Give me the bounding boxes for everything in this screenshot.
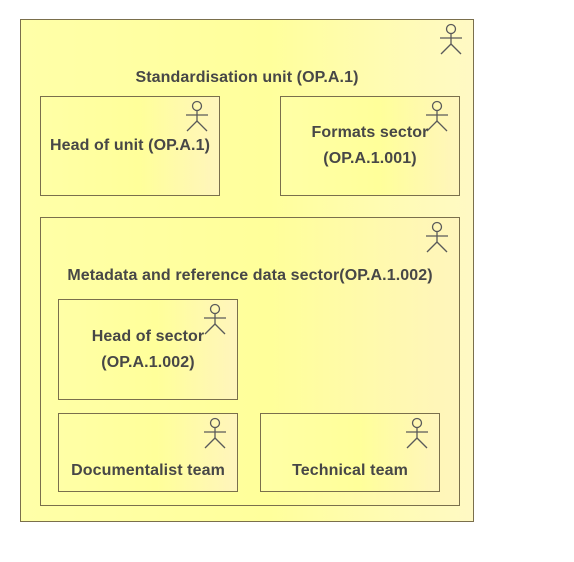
actor-icon [406,417,428,449]
actor-icon [426,221,448,253]
head-of-unit-label: Head of unit (OP.A.1) [49,137,211,154]
formats-sector-label-line2: (OP.A.1.001) [323,150,417,167]
actor-icon [440,23,462,55]
head-of-sector-label-wrap: Head of sector (OP.A.1.002) [59,300,237,399]
head-of-unit-label-wrap: Head of unit (OP.A.1) [41,97,219,195]
technical-team-label-wrap: Technical team [261,414,439,491]
actor-icon [204,417,226,449]
actor-icon [204,303,226,335]
formats-sector-label-line1: Formats sector [311,124,429,141]
metadata-sector-label: Metadata and reference data sector(OP.A.… [67,267,433,284]
technical-team-label: Technical team [292,461,408,479]
technical-team-box[interactable]: Technical team [260,413,440,492]
formats-sector-box[interactable]: Formats sector (OP.A.1.001) [280,96,460,196]
standardisation-unit-label: Standardisation unit (OP.A.1) [135,69,359,86]
head-of-sector-label-line2: (OP.A.1.002) [101,353,195,371]
actor-icon [186,100,208,132]
actor-icon [426,100,448,132]
documentalist-team-label: Documentalist team [71,461,225,479]
head-of-sector-box[interactable]: Head of sector (OP.A.1.002) [58,299,238,400]
head-of-unit-box[interactable]: Head of unit (OP.A.1) [40,96,220,196]
formats-sector-label-wrap: Formats sector (OP.A.1.001) [281,97,459,195]
documentalist-team-label-wrap: Documentalist team [59,414,237,491]
head-of-sector-label-line1: Head of sector [91,327,205,345]
documentalist-team-box[interactable]: Documentalist team [58,413,238,492]
